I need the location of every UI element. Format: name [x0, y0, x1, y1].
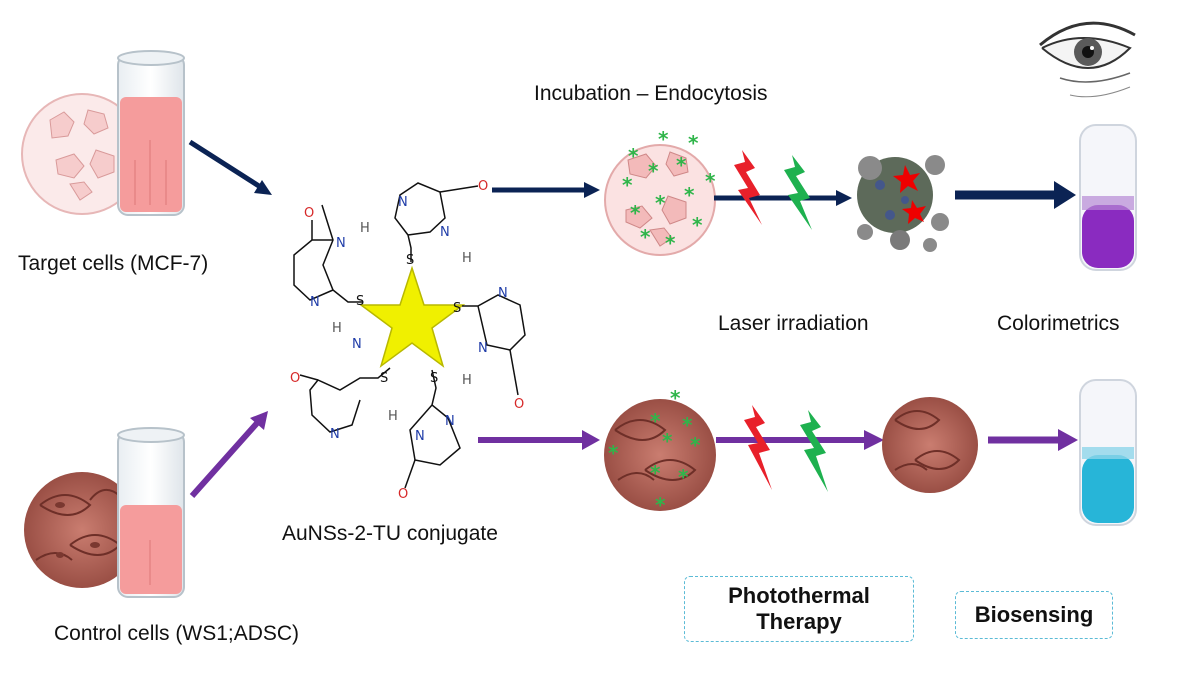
- chem-sulfur: S: [380, 371, 388, 386]
- control-cells-label: Control cells (WS1;ADSC): [54, 622, 300, 645]
- photothermal-label-line2: Therapy: [756, 609, 842, 634]
- chem-atom-labels: O O O O O N N N N N N N N N N S S S S S …: [290, 179, 524, 502]
- chem-hydrogen: H: [388, 409, 398, 424]
- green-marker-icon: *: [655, 493, 666, 517]
- green-marker-icon: *: [684, 183, 695, 207]
- colorimetrics-label: Colorimetrics: [997, 312, 1120, 335]
- incubated-target-cells: *************: [604, 127, 716, 256]
- target-test-tube-icon: [117, 50, 185, 216]
- photothermal-label-line1: Photothermal: [728, 583, 870, 608]
- top-arrow-2: [714, 190, 852, 206]
- green-marker-icon: *: [650, 461, 661, 485]
- chem-hydrogen: H: [462, 251, 472, 266]
- bottom-arrow-1: [478, 430, 600, 450]
- chem-hydrogen: H: [360, 221, 370, 236]
- chem-oxygen: O: [290, 371, 300, 386]
- laser-irradiation-label: Laser irradiation: [718, 312, 869, 335]
- negative-result-tube-icon: [1079, 379, 1137, 526]
- chem-sulfur: S: [430, 371, 438, 386]
- target-cell-dish: [21, 93, 143, 215]
- green-marker-icon: *: [622, 173, 633, 197]
- destroyed-cells: [857, 155, 949, 252]
- chem-hydrogen: H: [462, 373, 472, 388]
- green-marker-icon: *: [705, 169, 716, 193]
- chem-sulfur: S: [453, 301, 461, 316]
- green-marker-icon: *: [692, 213, 703, 237]
- control-cell-dish: [24, 472, 140, 588]
- green-marker-icon: *: [670, 386, 681, 410]
- gold-nanostar-icon: [358, 265, 466, 368]
- chem-oxygen: O: [304, 206, 314, 221]
- bottom-arrow-2: [716, 430, 884, 450]
- control-cells-incubated: [604, 399, 716, 511]
- photothermal-therapy-box: Photothermal Therapy: [684, 576, 914, 642]
- biosensing-label: Biosensing: [974, 602, 1094, 627]
- target-tube-liquid: [120, 97, 182, 212]
- control-arrow: [189, 411, 268, 498]
- biosensing-box: Biosensing: [955, 591, 1113, 639]
- chem-oxygen: O: [514, 397, 524, 412]
- incubation-label: Incubation – Endocytosis: [534, 82, 768, 105]
- green-marker-icon: *: [662, 429, 673, 453]
- top-arrow-1: [492, 182, 600, 198]
- chem-nitrogen: N: [445, 414, 455, 429]
- thiouracil-ligands: [293, 182, 526, 489]
- laser-bolt-icon: [734, 150, 812, 230]
- chem-sulfur: S: [356, 294, 364, 309]
- target-cells-label: Target cells (MCF-7): [18, 252, 209, 275]
- green-marker-icon: *: [665, 231, 676, 255]
- conjugate-label: AuNSs-2-TU conjugate: [282, 522, 498, 545]
- chem-nitrogen: N: [478, 341, 488, 356]
- target-arrow: [188, 139, 272, 195]
- chem-nitrogen: N: [352, 337, 362, 352]
- green-marker-icon: *: [676, 153, 687, 177]
- eye-icon: [1039, 21, 1136, 98]
- green-marker-icon: *: [628, 144, 639, 168]
- green-marker-icon: *: [690, 433, 701, 457]
- green-marker-icon: *: [648, 159, 659, 183]
- green-marker-icon: *: [688, 131, 699, 155]
- control-cells-intact: [882, 397, 978, 493]
- green-marker-icon: *: [678, 465, 689, 489]
- green-marker-icon: *: [630, 201, 641, 225]
- chem-nitrogen: N: [336, 236, 346, 251]
- green-marker-icon: *: [640, 225, 651, 249]
- green-marker-icon: *: [682, 413, 693, 437]
- chem-oxygen: O: [398, 487, 408, 502]
- green-marker-group: *********: [608, 386, 701, 517]
- control-tube-liquid: [120, 505, 182, 594]
- top-arrow-3: [955, 181, 1076, 209]
- green-marker-icon: *: [658, 127, 669, 151]
- control-test-tube-icon: [117, 427, 185, 598]
- chem-nitrogen: N: [415, 429, 425, 444]
- green-marker-icon: *: [650, 409, 661, 433]
- positive-result-tube-icon: [1079, 124, 1137, 271]
- chem-oxygen: O: [478, 179, 488, 194]
- chem-nitrogen: N: [440, 225, 450, 240]
- laser-bolt-icon: [744, 405, 828, 492]
- green-marker-icon: *: [655, 191, 666, 215]
- chem-nitrogen: N: [330, 427, 340, 442]
- bottom-arrow-3: [988, 429, 1078, 451]
- chem-nitrogen: N: [498, 286, 508, 301]
- chem-nitrogen: N: [310, 295, 320, 310]
- chem-nitrogen: N: [398, 195, 408, 210]
- chem-sulfur: S: [406, 253, 414, 268]
- green-marker-icon: *: [608, 441, 619, 465]
- chem-hydrogen: H: [332, 321, 342, 336]
